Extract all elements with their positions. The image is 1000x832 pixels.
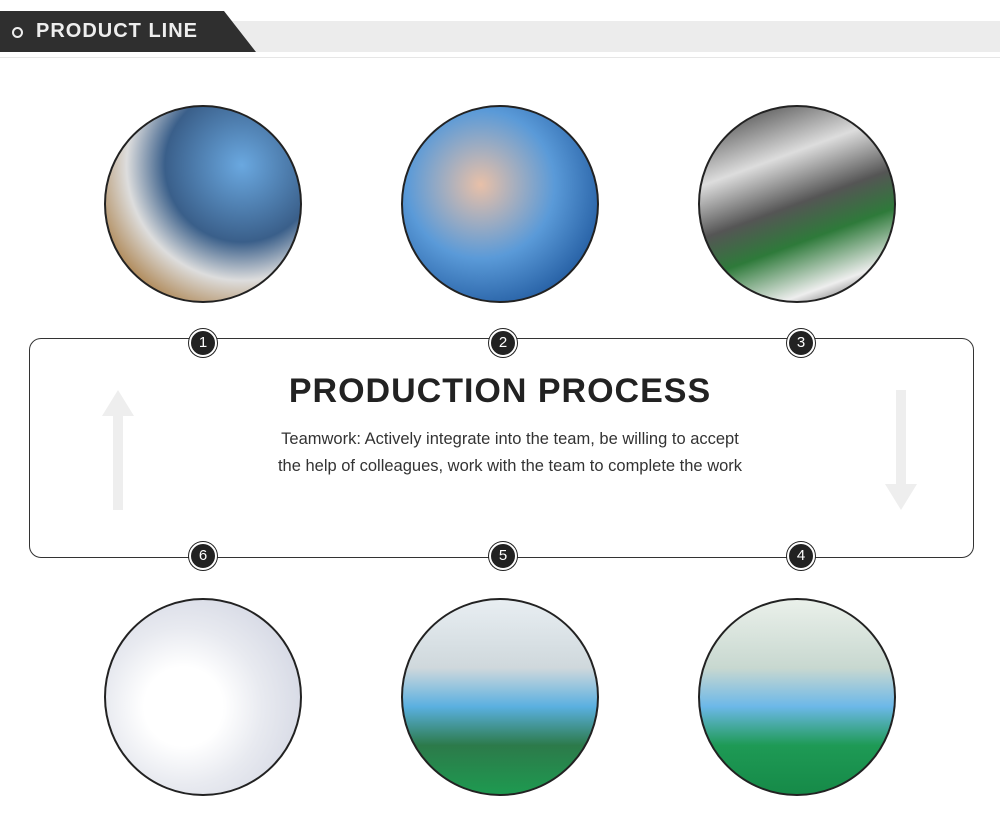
step-number-5: 5 xyxy=(489,542,517,570)
step-number-4: 4 xyxy=(787,542,815,570)
arrow-up-icon xyxy=(113,410,123,510)
header-tab xyxy=(0,11,256,52)
step-number-2: 2 xyxy=(489,329,517,357)
circle-icon xyxy=(12,27,23,38)
step-number-1: 1 xyxy=(189,329,217,357)
step-2-photo xyxy=(401,105,599,303)
step-6-photo xyxy=(104,598,302,796)
header-divider xyxy=(0,57,1000,58)
step-5-photo xyxy=(401,598,599,796)
step-4-photo xyxy=(698,598,896,796)
step-number-6: 6 xyxy=(189,542,217,570)
arrow-up-head xyxy=(102,390,134,416)
step-3-photo xyxy=(698,105,896,303)
step-number-3: 3 xyxy=(787,329,815,357)
process-description: Teamwork: Actively integrate into the te… xyxy=(277,430,743,475)
section-title: PRODUCT LINE xyxy=(36,20,198,42)
arrow-down-head xyxy=(885,484,917,510)
step-1-photo xyxy=(104,105,302,303)
arrow-down-icon xyxy=(896,390,906,490)
process-title: PRODUCTION PROCESS xyxy=(288,372,712,410)
